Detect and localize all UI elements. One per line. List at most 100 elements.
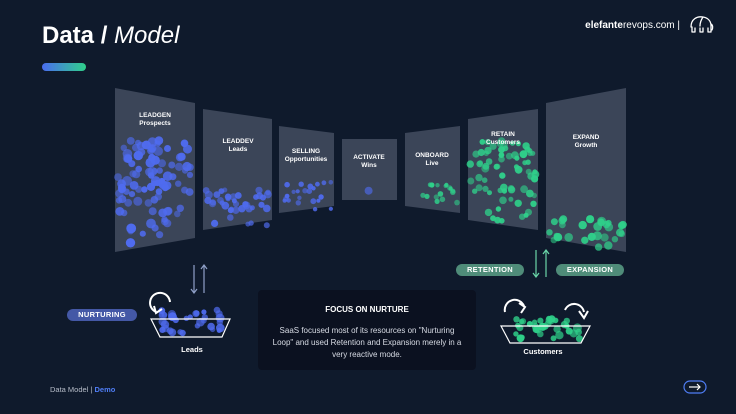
data-ball (263, 222, 270, 229)
loop-arrow-head (153, 305, 163, 315)
loop-arrow-icon (564, 302, 585, 313)
footer-left: Data Model | (50, 385, 93, 394)
panel-subtitle: Leads (228, 146, 248, 153)
bucket-ball (192, 310, 200, 318)
data-ball (123, 154, 133, 163)
down-arrow-head (532, 272, 540, 278)
title-bold: Data / (42, 22, 108, 49)
leads-bucket (150, 318, 231, 338)
data-ball (186, 171, 194, 178)
data-ball (126, 137, 135, 145)
data-ball (234, 192, 242, 199)
title-light: Model (114, 22, 180, 49)
data-ball (594, 243, 603, 251)
data-ball (515, 141, 522, 147)
data-ball (245, 205, 253, 213)
next-arrow-icon[interactable] (683, 380, 707, 394)
data-ball (125, 238, 136, 248)
data-ball (258, 201, 265, 208)
loop-arrow-head (578, 310, 589, 320)
data-ball (148, 207, 157, 216)
brand-rest: revops.com | (622, 20, 680, 31)
data-ball (472, 150, 480, 158)
data-ball (177, 152, 186, 161)
data-ball (153, 146, 163, 156)
up-arrow-head (200, 264, 208, 270)
bucket-ball (565, 327, 573, 335)
data-ball (120, 144, 128, 151)
data-ball (176, 204, 184, 212)
data-ball (139, 230, 146, 237)
data-ball (587, 232, 596, 241)
funnel-panel (342, 139, 397, 200)
bucket-ball (537, 317, 544, 324)
data-ball (499, 218, 505, 224)
data-ball (454, 199, 460, 206)
data-ball (586, 215, 595, 224)
bucket-ball (196, 317, 205, 327)
data-ball (479, 139, 486, 145)
data-ball (435, 183, 440, 188)
data-ball (450, 189, 456, 195)
data-ball (263, 204, 271, 213)
bucket-ball (168, 328, 177, 337)
data-ball (310, 198, 317, 205)
data-ball (295, 200, 301, 206)
data-ball (519, 150, 528, 159)
data-ball (499, 196, 507, 205)
data-ball (158, 159, 166, 168)
bucket-ball (158, 307, 166, 315)
data-ball (619, 220, 627, 229)
data-ball (211, 219, 219, 227)
bucket-ball (213, 306, 221, 314)
data-ball (509, 140, 516, 146)
data-ball (493, 163, 500, 170)
data-ball (532, 169, 538, 175)
data-ball (525, 168, 532, 175)
data-ball (315, 181, 320, 187)
data-ball (137, 148, 146, 157)
data-ball (255, 186, 263, 194)
data-ball (298, 181, 304, 187)
data-ball (135, 185, 143, 193)
data-ball (477, 160, 483, 166)
data-ball (154, 140, 161, 147)
data-ball (147, 145, 156, 153)
data-ball (364, 186, 373, 195)
data-ball (123, 188, 130, 195)
data-ball (526, 189, 534, 198)
data-ball (141, 186, 148, 193)
data-ball (114, 173, 122, 182)
data-ball (484, 138, 492, 146)
data-ball (175, 162, 184, 171)
data-ball (597, 218, 605, 225)
data-ball (546, 229, 553, 236)
data-ball (434, 198, 440, 204)
panel-title: SELLING (291, 148, 321, 155)
data-ball (604, 241, 613, 250)
bucket-ball (167, 310, 176, 319)
data-ball (224, 193, 232, 201)
data-ball (120, 209, 128, 217)
title-accent-bar (42, 63, 86, 71)
data-ball (496, 140, 504, 148)
data-ball (481, 177, 488, 183)
leads-label: Leads (181, 345, 203, 354)
data-ball (420, 192, 426, 198)
data-ball (156, 167, 163, 174)
data-ball (530, 200, 537, 207)
data-ball (204, 196, 212, 205)
data-ball (489, 142, 497, 150)
data-ball (291, 189, 296, 194)
data-ball (437, 191, 444, 197)
bucket-ball (534, 326, 542, 334)
data-ball (302, 188, 308, 194)
data-ball (144, 199, 153, 207)
bucket-ball (209, 326, 216, 333)
data-ball (227, 214, 234, 221)
data-ball (605, 219, 612, 227)
data-ball (522, 142, 530, 150)
